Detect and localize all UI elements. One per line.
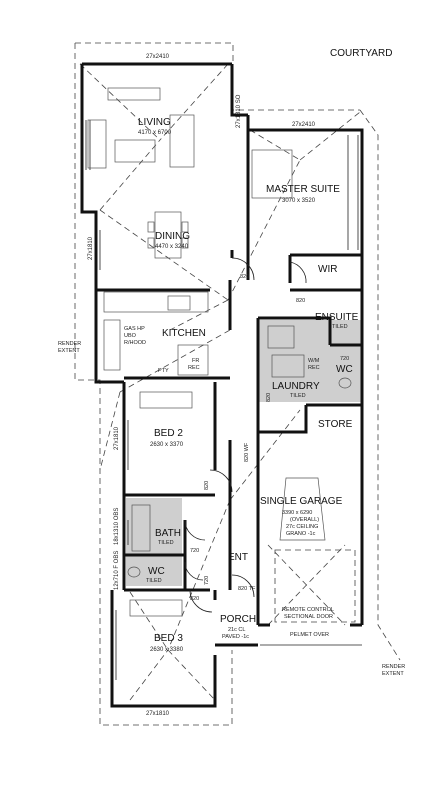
laundry-label: LAUNDRY — [272, 381, 320, 392]
dim-top-master: 27x2410 — [292, 122, 316, 128]
dining-label: DINING — [155, 231, 190, 242]
appliance-rhood: R/HOOD — [124, 340, 146, 346]
door-bath-size: 720 — [190, 548, 199, 554]
wc-bath-label: WC — [148, 566, 165, 577]
door-ensuite-size: 820 — [296, 298, 305, 304]
dim-left-mid: 27x1810 — [88, 236, 94, 260]
render-extent-right-1: RENDER — [382, 664, 405, 670]
door-wc-bath-size: 720 — [204, 576, 210, 585]
appliance-gas-hp: GAS HP — [124, 326, 145, 332]
ensuite-label: ENSUITE — [315, 312, 359, 323]
bed2-label: BED 2 — [154, 428, 183, 439]
bath-label: BATH — [155, 528, 181, 539]
door-wc-master-size: 720 — [340, 356, 349, 362]
kitchen-label: KITCHEN — [162, 328, 206, 339]
door-bed3-size: 820 — [190, 596, 199, 602]
render-extent-left-2: EXTENT — [58, 348, 80, 354]
bed2-size: 2630 x 3370 — [150, 442, 184, 448]
fridge-rec-label: REC — [188, 365, 200, 371]
courtyard-label: COURTYARD — [330, 48, 392, 59]
window-lines — [85, 120, 362, 680]
dining-size: 4470 x 3240 — [155, 244, 189, 250]
appliance-ubo: UBO — [124, 333, 137, 339]
laundry-tiled: TILED — [290, 393, 306, 399]
garage-size: 3390 x 6290 — [282, 510, 312, 516]
porch-label: PORCH — [220, 614, 256, 625]
door-dining-size: 820 — [240, 274, 249, 280]
pelmet-label: PELMET OVER — [290, 632, 329, 638]
pantry-label: PTY — [158, 368, 169, 374]
garage-door-sectional: SECTIONAL DOOR — [284, 614, 333, 620]
master-label: MASTER SUITE — [266, 184, 340, 195]
garage-label: SINGLE GARAGE — [260, 496, 343, 507]
wc-master-label: WC — [336, 364, 353, 375]
dim-left-bed2: 27x1810 — [114, 426, 120, 450]
dim-left-wc: 12x710 F OBS — [114, 551, 120, 590]
garage-grano: GRANO -1c — [286, 531, 316, 537]
dim-bottom-bed3: 27x1810 — [146, 711, 170, 717]
walls — [80, 62, 364, 708]
living-label: LIVING — [138, 117, 171, 128]
porch-paved: PAVED -1c — [222, 634, 249, 640]
dim-top-living: 27x2410 — [146, 54, 170, 60]
door-bed2-size: 820 — [204, 481, 210, 490]
store-label: STORE — [318, 419, 353, 430]
bath-tiling — [126, 498, 182, 556]
fridge-label: FR — [192, 358, 199, 364]
wc-tiling — [126, 556, 182, 586]
dim-right-living: 27x1810 SO — [236, 94, 242, 128]
porch-ceiling: 21c CL — [228, 627, 245, 633]
door-swings — [184, 257, 307, 613]
garage-door-remote: REMOTE CONTROL — [282, 607, 334, 613]
render-extent-right-2: EXTENT — [382, 671, 404, 677]
door-entry-size: 820 TF — [238, 586, 256, 592]
dim-left-bath: 18x1310 OBS — [114, 508, 120, 545]
door-wf-size: 820 WF — [244, 442, 250, 462]
garage-ceiling: 27c CEILING — [286, 524, 318, 530]
ensuite-tiled: TILED — [332, 324, 348, 330]
wc-bath-tiled: TILED — [146, 578, 162, 584]
render-extent-left-1: RENDER — [58, 341, 81, 347]
master-size: 3070 x 3520 — [282, 198, 316, 204]
wm-label: W/M — [308, 358, 320, 364]
wir-label: WIR — [318, 264, 337, 275]
entry-label: ENT — [228, 552, 248, 563]
garage-overall: (OVERALL) — [290, 517, 319, 523]
bed3-label: BED 3 — [154, 633, 183, 644]
furniture — [87, 87, 352, 617]
wm-rec-label: REC — [308, 365, 320, 371]
living-size: 4170 x 6700 — [138, 130, 172, 136]
bed3-size: 2630 x 3380 — [150, 647, 184, 653]
door-laundry-size: 820 — [266, 393, 272, 402]
bath-tiled: TILED — [158, 540, 174, 546]
